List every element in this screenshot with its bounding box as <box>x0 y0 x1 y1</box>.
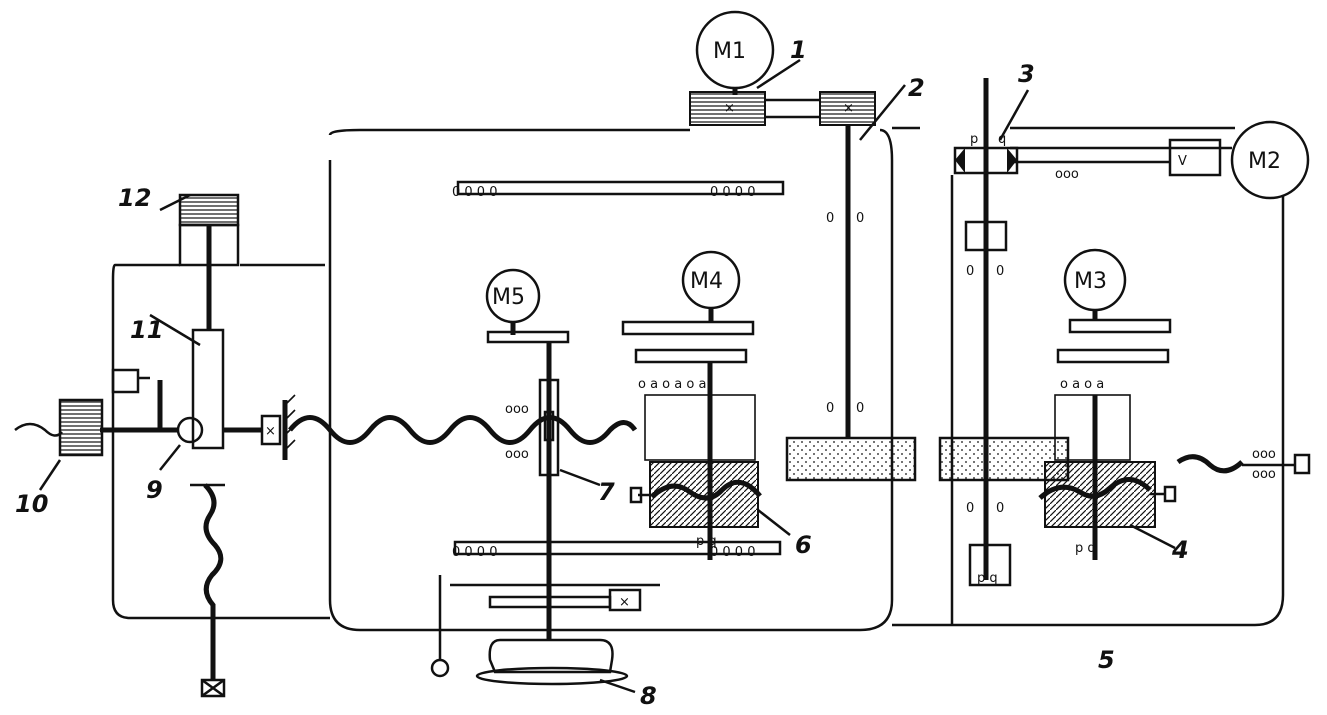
svg-text:0 0 0 0: 0 0 0 0 <box>710 185 755 200</box>
lead-screw <box>288 415 638 445</box>
svg-text:0: 0 <box>966 501 974 516</box>
svg-text:o a o a: o a o a <box>1060 377 1104 392</box>
callout-7: 7 <box>598 478 615 506</box>
svg-text:p q: p q <box>977 571 998 586</box>
motor-m2 <box>1230 120 1310 200</box>
callout-8: 8 <box>640 682 657 710</box>
svg-text:ooo: ooo <box>505 447 529 462</box>
callout-12: 12 <box>118 184 151 212</box>
callout-numbers: 1 2 3 4 5 6 7 8 9 10 11 12 <box>15 36 1189 710</box>
svg-text:0: 0 <box>966 264 974 279</box>
motor-m1-drive: M1 × × <box>689 10 876 126</box>
motor-m5-label: M5 <box>492 285 525 310</box>
motor-m2-label: M2 <box>1248 149 1281 174</box>
svg-text:0: 0 <box>996 264 1004 279</box>
svg-text:0: 0 <box>826 211 834 226</box>
svg-text:×: × <box>619 595 630 610</box>
svg-text:0: 0 <box>856 401 864 416</box>
svg-text:×: × <box>724 101 735 116</box>
callout-5: 5 <box>1098 646 1115 674</box>
svg-text:ooo: ooo <box>1252 447 1276 462</box>
svg-text:0 0 0 0: 0 0 0 0 <box>452 545 497 560</box>
svg-text:0 0 0 0: 0 0 0 0 <box>710 545 755 560</box>
motor-m3-label: M3 <box>1074 269 1107 294</box>
motor-m4-label: M4 <box>690 269 723 294</box>
callout-1: 1 <box>790 36 807 64</box>
svg-text:ooo: ooo <box>1252 467 1276 482</box>
callout-11: 11 <box>130 316 163 344</box>
svg-text:ooo: ooo <box>505 402 529 417</box>
callout-9: 9 <box>146 476 163 504</box>
motor-m4-gearbox: M4 o a o a o a p q <box>621 250 791 560</box>
motor-m3-gearbox: M3 o a o a p q ooo ooo <box>1038 248 1311 560</box>
svg-text:0 0 0 0: 0 0 0 0 <box>452 185 497 200</box>
svg-text:0: 0 <box>856 211 864 226</box>
motor-m5-spindle: M5 ooo ooo × <box>430 268 660 694</box>
svg-text:p q: p q <box>1075 541 1096 556</box>
left-feed-mechanism: × <box>14 193 296 698</box>
callout-3: 3 <box>1018 60 1035 88</box>
svg-text:0: 0 <box>826 401 834 416</box>
svg-text:×: × <box>843 101 854 116</box>
horizontal-shafts: 0 0 0 0 0 0 0 0 0 0 0 0 0 0 0 0 <box>452 180 785 560</box>
svg-text:V: V <box>1178 154 1187 169</box>
housing-frames <box>111 126 1285 632</box>
gear-mark-p: p <box>970 132 978 147</box>
vertical-spindle-2: 0 0 0 0 <box>785 84 917 482</box>
svg-text:ooo: ooo <box>1055 167 1079 182</box>
callout-4: 4 <box>1171 536 1189 564</box>
lower-right-spindle: 0 0 p q <box>966 501 1012 587</box>
callout-10: 10 <box>15 490 48 518</box>
motor-m1-label: M1 <box>713 39 746 64</box>
svg-text:×: × <box>265 424 276 439</box>
svg-text:o a o a o a: o a o a o a <box>638 377 706 392</box>
grinding-wheel-left <box>785 436 917 482</box>
gear-mark-q: q <box>998 132 1006 147</box>
callout-6: 6 <box>795 531 812 559</box>
grinding-wheel-right <box>938 436 1070 482</box>
svg-text:0: 0 <box>996 501 1004 516</box>
callout-2: 2 <box>908 74 925 102</box>
motor-m2-drive: M2 ooo V p q 0 0 <box>953 78 1310 580</box>
